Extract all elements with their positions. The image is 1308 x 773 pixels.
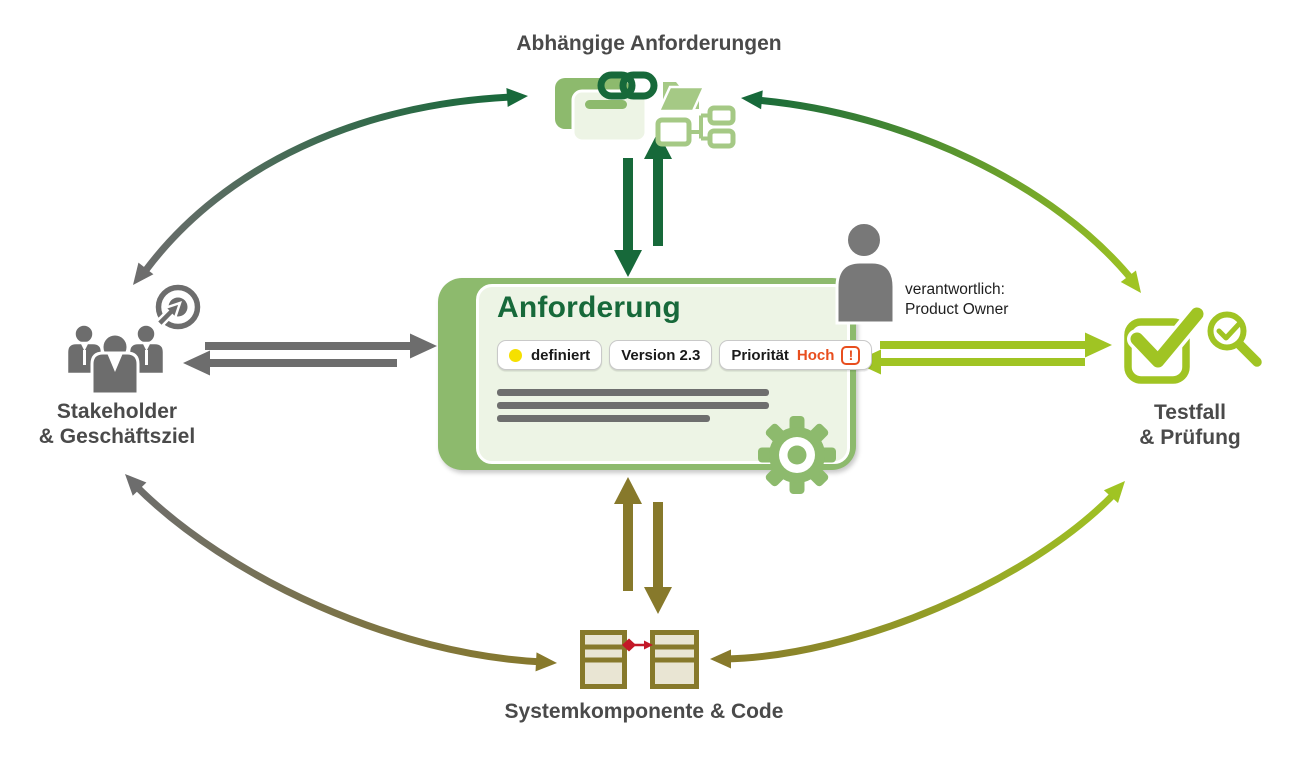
text-line [497, 389, 769, 396]
responsible-text: verantwortlich: Product Owner [905, 280, 1008, 319]
responsible-line2: Product Owner [905, 300, 1009, 318]
label-testfall-line1: Testfall [1154, 401, 1226, 424]
arrow-requirement-to-stakeholder [183, 350, 397, 376]
requirement-card: Anforderung definiert Version 2.3 Priori… [438, 278, 873, 470]
linked-requirements-icon [555, 78, 648, 143]
priority-badge-label: Priorität [731, 346, 789, 364]
system-component-stack-icon [580, 630, 699, 689]
red-dependency-arrow-icon [622, 638, 653, 652]
label-system-component: Systemkomponente & Code [505, 699, 784, 724]
arrow-testfall-to-requirement [854, 349, 1085, 375]
label-system-component-text: Systemkomponente & Code [504, 700, 784, 723]
requirement-title: Anforderung [497, 291, 681, 324]
arrow-stakeholder-to-requirement [205, 333, 437, 359]
test-checkbox-icon [1124, 304, 1207, 384]
version-badge-label: Version 2.3 [621, 346, 701, 364]
priority-badge-value: Hoch [796, 346, 835, 364]
arrow-system-to-requirement [614, 477, 642, 591]
arrow-requirement-to-testfall [880, 332, 1112, 358]
text-line [497, 402, 769, 409]
responsible-line1: verantwortlich: [905, 281, 1005, 298]
label-dependent-requirements: Abhängige Anforderungen [516, 31, 781, 56]
label-dependent-requirements-text: Abhängige Anforderungen [516, 32, 782, 55]
priority-badge: Priorität Hoch ! [719, 340, 873, 370]
review-magnifier-icon [1207, 311, 1262, 367]
requirement-text-placeholder [497, 389, 769, 428]
badge-row: definiert Version 2.3 Priorität Hoch ! [497, 340, 873, 370]
curved-arrow-stakeholder-dependent [125, 86, 529, 291]
business-goal-target-icon [154, 284, 201, 330]
arrow-requirement-to-system [644, 502, 672, 614]
label-stakeholder-line1: Stakeholder [56, 400, 178, 423]
stakeholder-group-icon [65, 323, 166, 396]
priority-alert-icon: ! [841, 345, 861, 365]
arrow-dependent-to-requirement [614, 158, 642, 277]
curved-arrow-stakeholder-system [118, 467, 558, 673]
status-dot-icon [509, 348, 522, 362]
requirement-card-inner: Anforderung definiert Version 2.3 Priori… [476, 284, 873, 464]
folder-hierarchy-icon [655, 82, 736, 149]
chain-link-icon [597, 71, 658, 100]
curved-arrow-dependent-testfall [740, 88, 1149, 299]
text-line [497, 415, 710, 422]
label-testfall: Testfall & Prüfung [1139, 400, 1240, 450]
status-badge-label: definiert [531, 346, 591, 364]
label-stakeholder: Stakeholder & Geschäftsziel [39, 399, 195, 449]
arrow-requirement-to-dependent [644, 132, 672, 246]
status-badge: definiert [497, 340, 603, 370]
label-testfall-line2: & Prüfung [1139, 426, 1241, 449]
curved-arrow-system-testfall [710, 474, 1133, 669]
label-stakeholder-line2: & Geschäftsziel [38, 425, 196, 448]
version-badge: Version 2.3 [609, 340, 713, 370]
